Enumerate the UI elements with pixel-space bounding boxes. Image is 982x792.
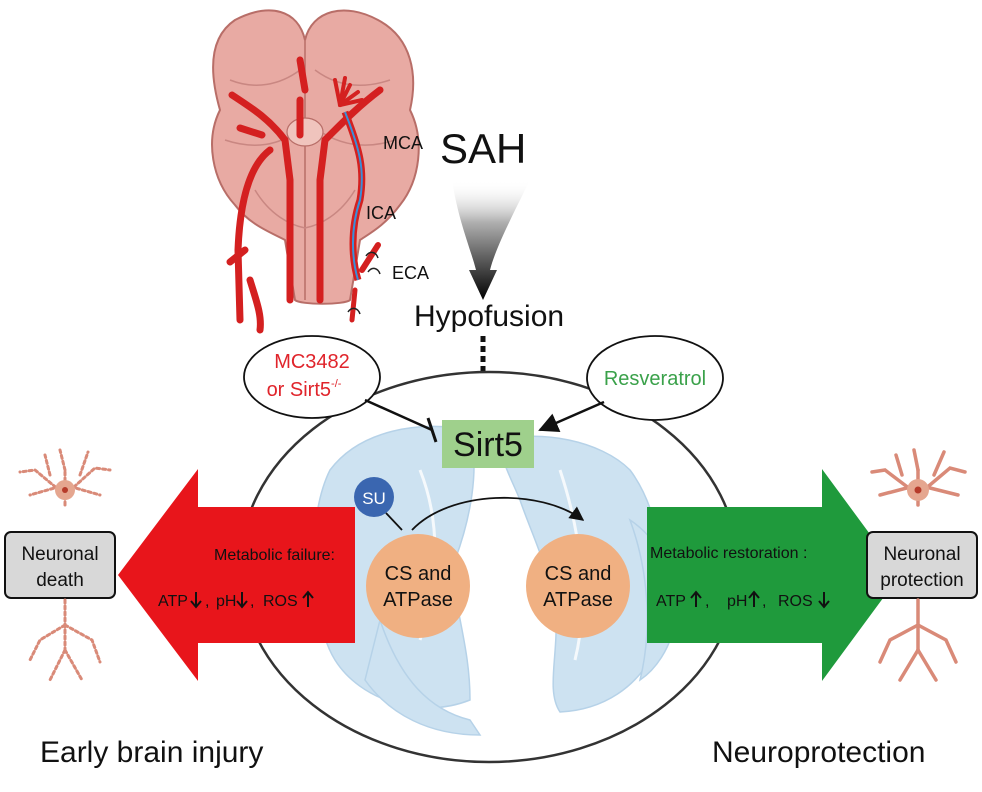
eca-label: ECA [392,263,429,283]
mc3482-ellipse [243,335,381,419]
enzyme-right-circle [526,534,630,638]
failure-ros: ROS [263,593,298,610]
failure-ph-down-icon [236,592,248,609]
neuronal-death-line2: death [36,570,84,591]
restoration-ph-up-icon [748,590,760,607]
resveratrol-activation-arrow [538,400,605,432]
hypofusion-label: Hypofusion [414,300,564,333]
metabolic-restoration-title: Metabolic restoration : [650,545,807,562]
sirt5-box [442,420,534,468]
resveratrol-label: Resveratrol [604,368,706,390]
enzyme-right-line1: CS and [545,563,612,585]
su-connector [385,512,403,531]
failure-comma-1: , [205,593,209,610]
metabolic-restoration-markers: ATP , pH , ROS [656,590,830,610]
failure-atp-down-icon [190,592,202,609]
neuronal-protection-line2: protection [880,570,963,591]
su-label: SU [362,489,386,508]
early-brain-injury-label: Early brain injury [40,736,263,769]
mc3482-line2: or Sirt5-/- [267,378,342,401]
neuronal-death-line1: Neuronal [21,544,98,565]
failure-ph: pH [216,593,236,610]
restoration-atp: ATP [656,593,686,610]
neuroprotection-label: Neuroprotection [712,736,925,769]
healthy-neuron-nucleus [914,486,922,494]
restoration-ros: ROS [778,593,813,610]
restoration-ros-down-icon [818,592,830,609]
mc3482-inhibition-bar [426,417,438,443]
sah-label: SAH [440,125,526,172]
metabolic-failure-markers: ATP , pH , ROS [158,590,314,610]
restoration-atp-up-icon [690,590,702,607]
acylation-arrow [411,496,585,531]
restoration-comma-1: , [705,593,709,610]
brain-illustration: MCA ICA ECA [211,9,429,334]
failure-atp: ATP [158,593,188,610]
damaged-neuron-nucleus [62,487,68,493]
mc3482-line1: MC3482 [274,351,350,373]
sah-gradient-arrow [452,180,530,300]
enzyme-right-line2: ATPase [543,589,613,611]
mca-label: MCA [383,133,423,153]
neuronal-death-box [4,531,116,599]
sirt5-label: Sirt5 [453,426,523,464]
ica-label: ICA [366,203,396,223]
failure-comma-2: , [250,593,254,610]
metabolic-failure-arrow [118,469,355,681]
resveratrol-ellipse [586,335,724,421]
restoration-comma-2: , [762,593,766,610]
neuronal-protection-box [866,531,978,599]
mc3482-inhibition-line [364,398,433,432]
neuronal-protection-line1: Neuronal [883,544,960,565]
metabolic-failure-title: Metabolic failure: [214,547,335,564]
su-circle [354,477,394,517]
enzyme-left-circle [366,534,470,638]
metabolic-restoration-arrow [647,469,900,681]
enzyme-left-line2: ATPase [383,589,453,611]
enzyme-left-line1: CS and [385,563,452,585]
restoration-ph: pH [727,593,747,610]
failure-ros-up-icon [302,590,314,607]
